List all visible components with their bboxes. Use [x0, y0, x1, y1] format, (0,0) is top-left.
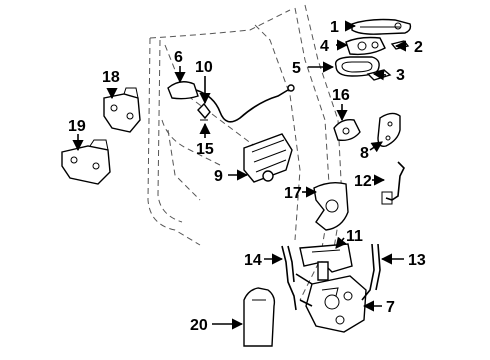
callout-18: 18 — [102, 69, 120, 86]
callout-19: 19 — [68, 118, 86, 135]
callout-11: 11 — [346, 228, 363, 245]
lower-hinge — [61, 139, 111, 185]
latch-shield — [313, 181, 349, 231]
callout-9: 9 — [214, 168, 223, 185]
callout-5: 5 — [292, 60, 301, 77]
callout-3: 3 — [396, 67, 405, 84]
callout-6: 6 — [174, 49, 183, 66]
upper-hinge — [103, 87, 141, 133]
lock-actuator — [243, 133, 293, 183]
callout-2: 2 — [414, 39, 423, 56]
callout-14: 14 — [244, 252, 262, 269]
callout-7: 7 — [386, 299, 395, 316]
callout-labels: 1 2 3 4 5 6 10 15 18 19 16 8 9 12 17 11 … — [68, 19, 426, 334]
lock-rod-14 — [281, 245, 297, 311]
outside-handle — [351, 18, 412, 35]
callout-20: 20 — [190, 317, 208, 334]
inside-handle — [167, 81, 199, 100]
handle-bracket — [345, 36, 386, 56]
door-latch-assembly — [295, 243, 367, 333]
callout-1: 1 — [330, 19, 339, 36]
callout-13: 13 — [408, 252, 426, 269]
lock-cable — [195, 84, 295, 123]
cable-clip — [197, 102, 211, 121]
callout-4: 4 — [320, 38, 329, 55]
leader-lines — [72, 20, 407, 330]
clip-part-2 — [390, 40, 410, 50]
callout-12: 12 — [354, 173, 372, 190]
callout-17: 17 — [284, 185, 302, 202]
callout-10: 10 — [195, 59, 213, 76]
latch-cover — [333, 118, 361, 142]
callout-15: 15 — [196, 141, 214, 158]
lock-rod-13 — [361, 243, 381, 301]
lock-rod-12 — [381, 161, 405, 205]
callout-8: 8 — [360, 145, 369, 162]
pull-cup — [377, 112, 401, 148]
callout-16: 16 — [332, 87, 350, 104]
trim-strip — [243, 287, 276, 347]
